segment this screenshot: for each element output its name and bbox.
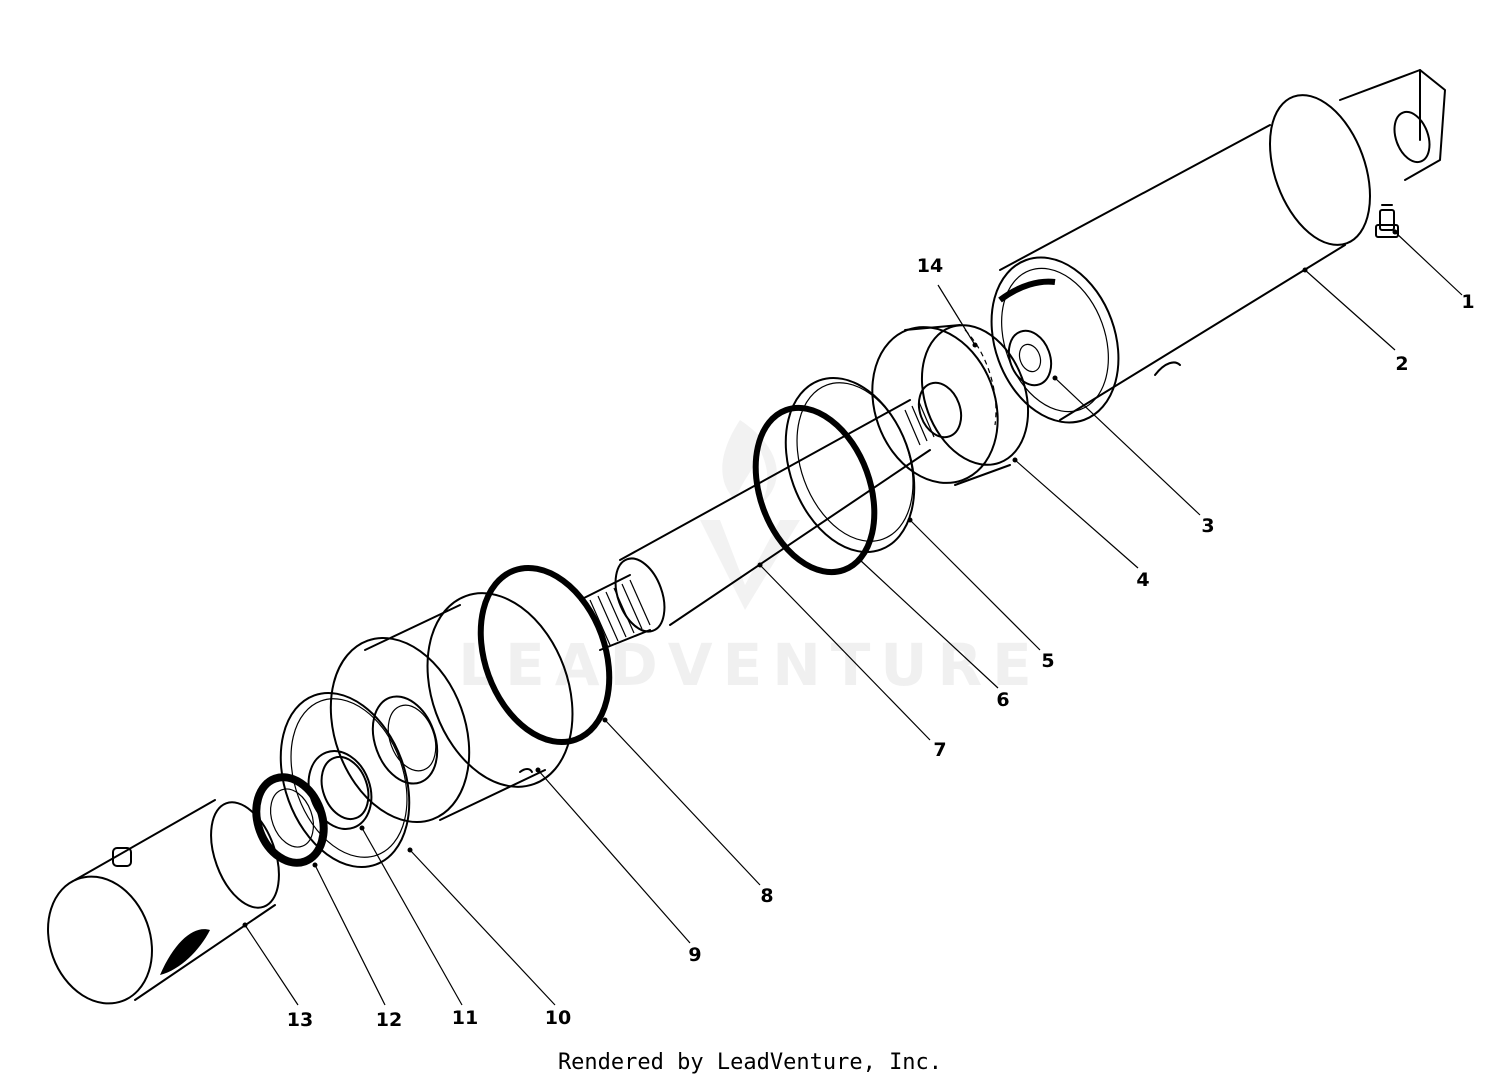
callout-14: 14 xyxy=(917,255,943,277)
part-7-piston-rod xyxy=(579,399,935,651)
part-2-cylinder-barrel xyxy=(990,69,1446,424)
callout-11: 11 xyxy=(452,1007,478,1029)
callout-leaders xyxy=(242,229,1463,1006)
callout-9: 9 xyxy=(688,944,701,966)
callout-13: 13 xyxy=(287,1009,313,1031)
callout-3: 3 xyxy=(1201,515,1214,537)
part-14-o-ring xyxy=(964,329,997,426)
callout-4: 4 xyxy=(1136,569,1149,591)
callout-7: 7 xyxy=(933,739,946,761)
callout-8: 8 xyxy=(760,885,773,907)
part-9-gland xyxy=(329,592,574,823)
part-3-nut xyxy=(1007,329,1053,387)
callout-2: 2 xyxy=(1395,353,1408,375)
footer-credit: Rendered by LeadVenture, Inc. xyxy=(557,1050,943,1075)
part-6-o-ring xyxy=(752,404,878,576)
part-12-seal xyxy=(252,773,328,867)
part-1-grease-fitting xyxy=(1375,204,1399,238)
callout-1: 1 xyxy=(1461,291,1474,313)
part-13-rod-end xyxy=(47,799,280,1005)
callout-12: 12 xyxy=(376,1009,402,1031)
callout-6: 6 xyxy=(996,689,1009,711)
part-8-o-ring xyxy=(477,564,613,746)
watermark-text: LEADVENTURE xyxy=(458,631,1042,699)
callout-10: 10 xyxy=(545,1007,571,1029)
part-5-backup-ring xyxy=(784,376,916,554)
callout-labels: 1 2 3 4 5 6 7 8 9 10 11 12 13 14 xyxy=(287,255,1475,1031)
leadventure-watermark-logo xyxy=(700,420,800,610)
part-4-piston xyxy=(871,324,1030,486)
callout-5: 5 xyxy=(1041,650,1054,672)
